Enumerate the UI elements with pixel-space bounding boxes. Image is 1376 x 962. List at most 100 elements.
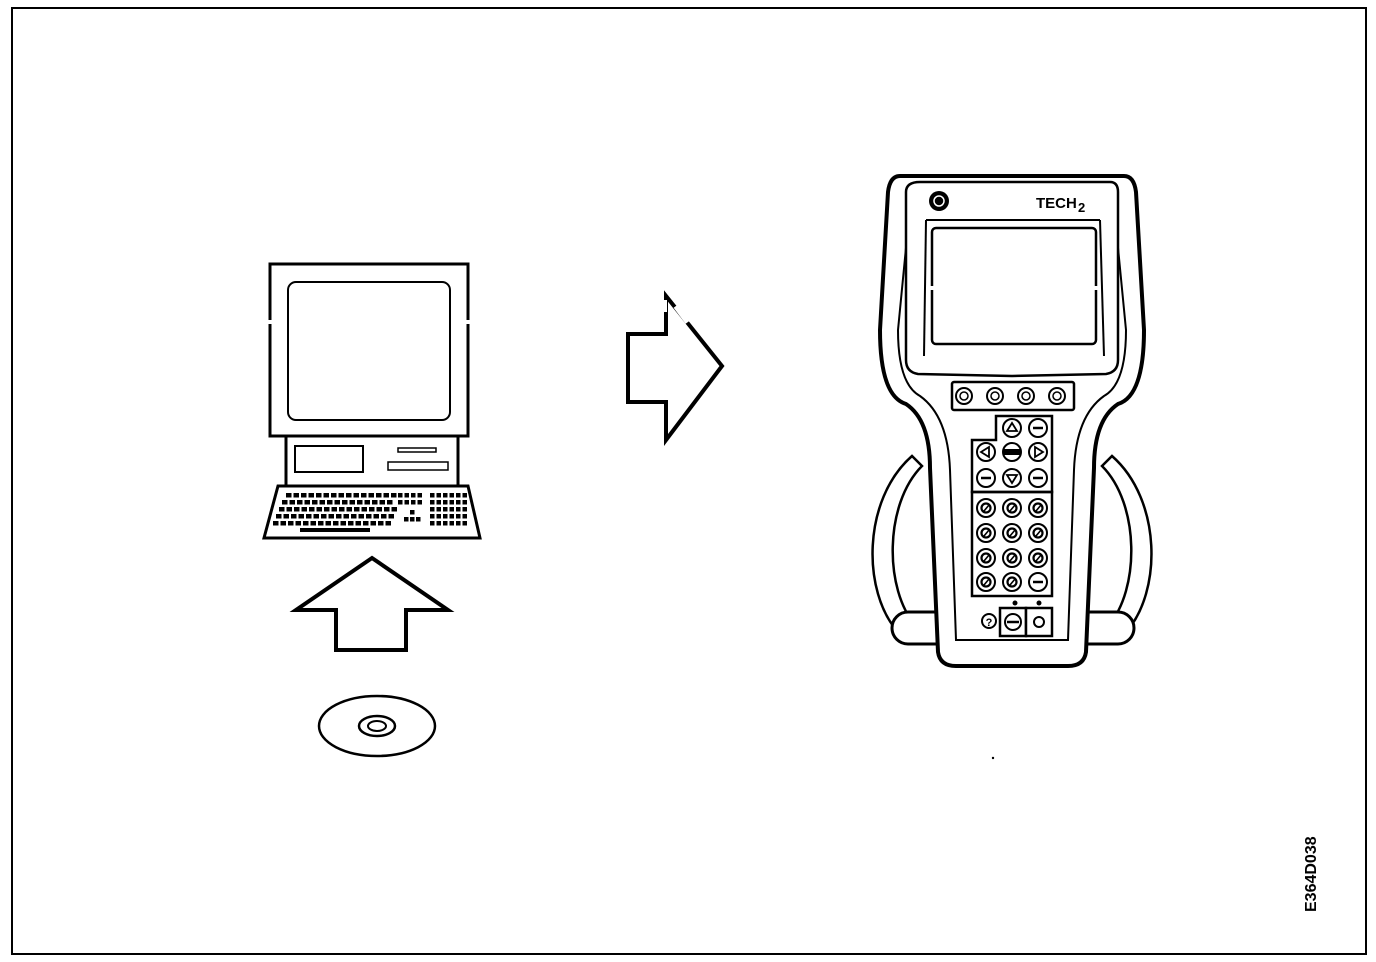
keyboard-key [376,507,382,512]
keyboard-key [328,514,334,519]
keyboard-key [318,521,324,526]
keyboard-key [354,507,360,512]
keyboard-key [333,521,339,526]
keyboard-key [288,521,294,526]
keyboard-key [355,521,361,526]
keypad-glyph [1032,502,1044,514]
keyboard-numpad-key [456,521,461,526]
keypad-glyph [1032,527,1044,539]
keyboard-numpad-key [430,493,435,498]
keyboard-numpad-key [443,514,448,519]
keyboard-key [279,507,285,512]
keyboard-key [291,514,297,519]
keypad-glyph-stroke [983,529,990,537]
keyboard-numpad-key [462,507,467,512]
keyboard-numpad-key [462,500,467,505]
floppy-slot [397,447,437,453]
navigation-keys [976,418,1048,488]
keypad-glyph-stroke [983,578,990,586]
keyboard-key [364,500,370,505]
keyboard-key [384,507,390,512]
keyboard-key [303,521,309,526]
navigation-key-down [1002,468,1022,488]
up-arrow-icon [289,555,455,652]
keyboard-arrow-key [416,517,421,522]
keyboard-numpad-key [443,493,448,498]
keyboard-numpad-key [449,500,454,505]
keyboard-key [353,493,359,498]
help-key [981,613,997,629]
navigation-arrow-icon [1034,445,1045,459]
keyboard-key [282,500,288,505]
keyboard-numpad-key [436,507,441,512]
shift-indicator-led [1012,600,1018,606]
soft-key-bar [950,380,1076,412]
numeric-keypad [970,490,1054,598]
keyboard-numpad-key [462,514,467,519]
keyboard-key [312,500,318,505]
keyboard-key [417,493,422,498]
keyboard-numpad-key [436,514,441,519]
keyboard-key [381,514,387,519]
keyboard-numpad-key [456,493,461,498]
keyboard-key [388,514,394,519]
keyboard-numpad-key [449,507,454,512]
keyboard-key [373,514,379,519]
keyboard-key [370,521,376,526]
monitor-screen [287,281,451,421]
soft-key [1017,387,1035,405]
keyboard-key [383,493,389,498]
keyboard-key [391,493,397,498]
keyboard-key [379,500,385,505]
power-indicator-led [1036,600,1042,606]
keyboard-key [411,500,416,505]
keyboard-key [321,514,327,519]
keyboard-key [349,500,355,505]
keyboard-key [346,507,352,512]
keyboard-key [346,493,352,498]
keyboard-key [334,500,340,505]
drive-bay [294,445,364,473]
navigation-arrow-icon [979,445,990,459]
keyboard-key [295,521,301,526]
keyboard-key [316,507,322,512]
cd-drive-slot [387,461,449,471]
keyboard-numpad-key [449,493,454,498]
keyboard-key [286,493,292,498]
keyboard-numpad-key [462,521,467,526]
soft-key-ring [959,391,969,401]
keyboard-arrow-key [410,510,415,515]
keyboard-key [323,493,329,498]
keypad-glyph-stroke [1009,578,1016,586]
soft-keys [955,387,1066,405]
keyboard-numpad-key [436,493,441,498]
keypad-glyph [1032,552,1044,564]
keyboard-key [340,521,346,526]
keypad-glyph [980,502,992,514]
keyboard-key [304,500,310,505]
keyboard-key [297,500,303,505]
keyboard-key [404,493,409,498]
keypad-glyph-stroke [1035,529,1042,537]
keyboard-key [301,507,307,512]
system-unit [284,434,460,488]
keyboard-key [338,493,344,498]
keyboard-numpad-key [449,521,454,526]
figure-code: E364D038 [1303,836,1320,912]
keyboard-key [325,521,331,526]
figure-frame [11,7,1367,955]
keypad-glyph [1006,576,1018,588]
navigation-arrow-icon [1005,421,1019,432]
keyboard-key [293,493,299,498]
soft-key-ring [990,391,1000,401]
keyboard-key [308,493,314,498]
navigation-arrow-icon [1005,474,1019,485]
soft-key [1048,387,1066,405]
keypad-glyph [980,576,992,588]
pc-illustration [262,262,482,540]
keyboard-key [298,514,304,519]
keyboard-key [276,514,282,519]
keyboard-key [398,493,403,498]
keyboard-numpad-key [430,507,435,512]
